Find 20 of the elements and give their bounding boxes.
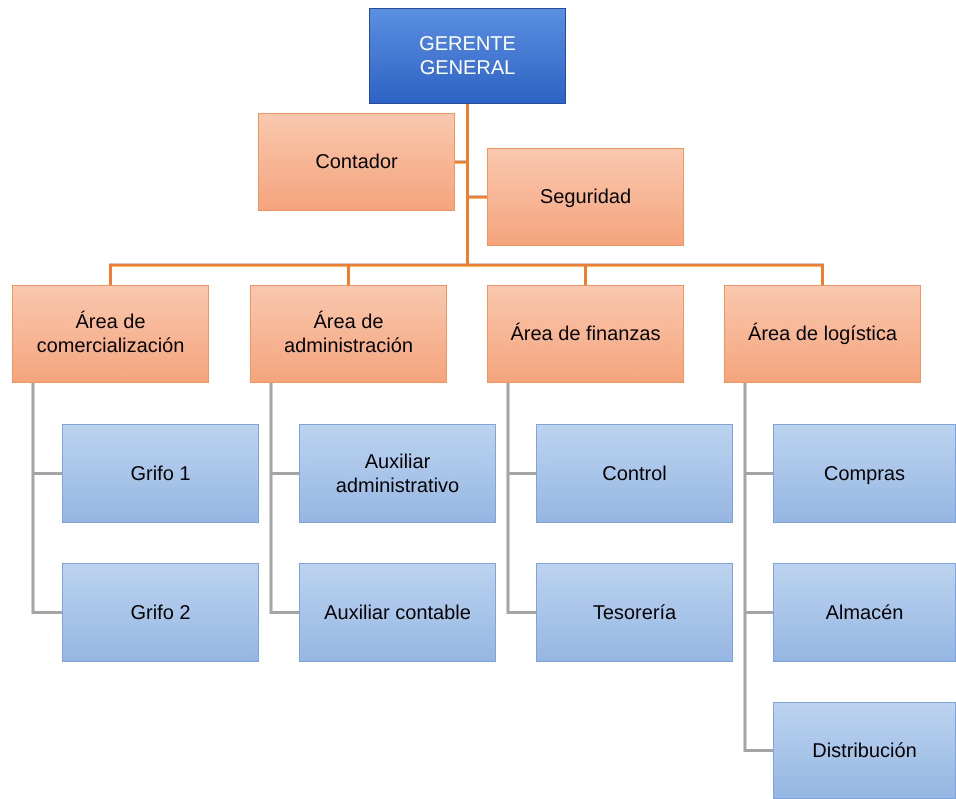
- process-box: Almacén: [773, 563, 956, 662]
- process-box: Auxiliar administrativo: [299, 424, 496, 523]
- process-box: Contador: [258, 113, 455, 211]
- process-box: GERENTE GENERAL: [369, 8, 566, 104]
- process-box: Grifo 1: [62, 424, 259, 523]
- process-box: Área de logística: [724, 285, 921, 383]
- process-box: Área de comercialización: [12, 285, 209, 383]
- process-box: Grifo 2: [62, 563, 259, 662]
- process-box: Tesorería: [536, 563, 733, 662]
- process-box: Distribución: [773, 702, 956, 799]
- process-box: Control: [536, 424, 733, 523]
- process-box: Área de finanzas: [487, 285, 684, 383]
- connector-line: [506, 383, 536, 614]
- connector-line: [32, 383, 62, 614]
- process-box: Seguridad: [487, 148, 684, 246]
- connector-line: [744, 383, 773, 752]
- process-box: Área de administración: [250, 285, 447, 383]
- process-box: Auxiliar contable: [299, 563, 496, 662]
- connector-line: [270, 383, 299, 614]
- process-box: Compras: [773, 424, 956, 523]
